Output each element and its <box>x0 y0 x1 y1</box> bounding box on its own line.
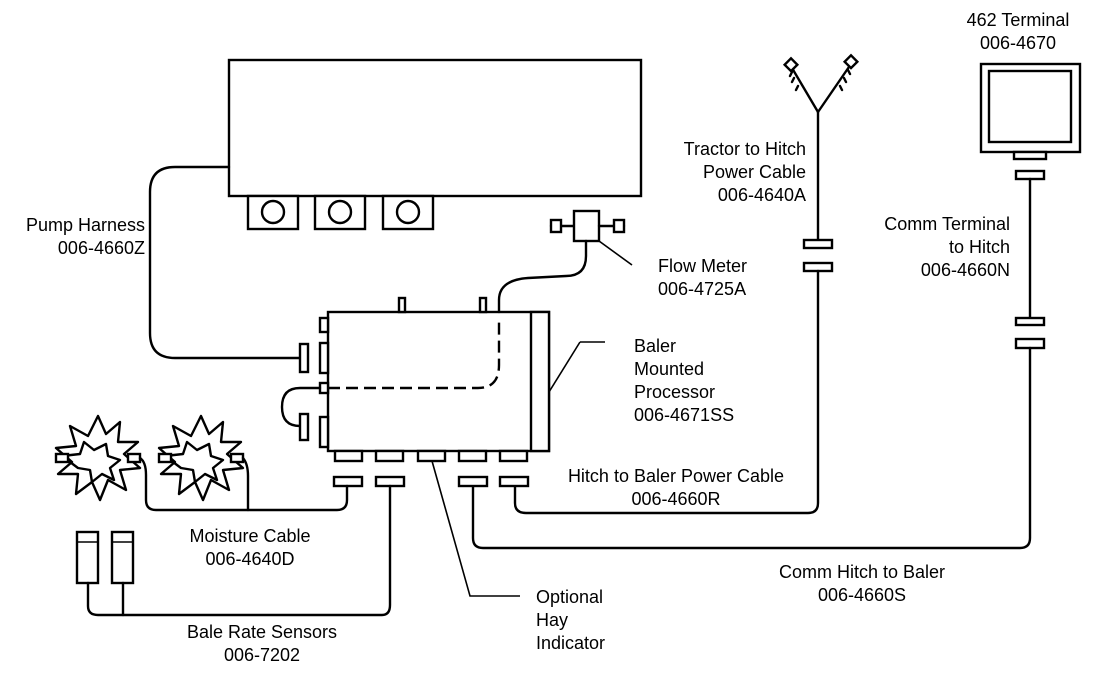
pump-harness-name: Pump Harness <box>26 215 145 235</box>
sensor-icon <box>110 530 135 585</box>
flow-meter <box>549 209 626 243</box>
flow-meter-part: 006-4725A <box>658 279 746 299</box>
tractor-cable-part: 006-4640A <box>718 185 806 205</box>
baler-processor <box>318 296 551 463</box>
hay-indicator-line1: Optional <box>536 587 603 607</box>
processor-left-port <box>318 415 330 449</box>
monitor-icon <box>979 62 1082 161</box>
pump-harness-cable <box>148 165 302 360</box>
processor-part: 006-4671SS <box>634 405 734 425</box>
processor-left-port <box>318 381 330 395</box>
processor-top-pin <box>478 296 488 314</box>
comm-hitch-baler-cable <box>471 346 1032 550</box>
comm-terminal-line1: Comm Terminal <box>884 214 1010 234</box>
left-loop-cable <box>280 386 322 428</box>
processor-leader <box>548 341 581 393</box>
starwheel-icon <box>157 414 245 502</box>
comm-hitch-connector-top <box>1014 316 1046 327</box>
bale-rate-name: Bale Rate Sensors <box>187 622 337 642</box>
pump-box <box>227 58 643 198</box>
pump-port-1 <box>246 194 300 231</box>
pump-harness-connector <box>298 342 310 374</box>
power-plug-icon <box>782 53 860 114</box>
moisture-name: Moisture Cable <box>189 526 310 546</box>
processor-bottom-port <box>498 449 529 463</box>
pump-unit <box>227 58 643 231</box>
moisture-connector <box>332 475 364 488</box>
hitch-baler-power-cable <box>513 269 820 515</box>
processor-bottom-port <box>374 449 405 463</box>
flow-meter-cable <box>497 239 588 314</box>
comm-hitch-connector-bottom <box>1014 337 1046 350</box>
moisture-cable-branch <box>241 456 250 512</box>
processor-line1: Baler <box>634 336 676 356</box>
processor-side-panel <box>529 310 551 453</box>
moisture-cable <box>138 456 349 512</box>
comm-terminal-line2: to Hitch <box>949 237 1010 257</box>
bale-rate-part: 006-7202 <box>224 645 300 665</box>
pump-port-2 <box>313 194 367 231</box>
pump-harness-part: 006-4660Z <box>58 238 145 258</box>
comm-hitch-name: Comm Hitch to Baler <box>779 562 945 582</box>
processor-left-port <box>318 341 330 375</box>
processor-line2: Mounted <box>634 359 704 379</box>
hitch-baler-connector <box>498 475 530 488</box>
processor-top-pin <box>397 296 407 314</box>
sensor-icon <box>75 530 100 585</box>
processor-line3: Processor <box>634 382 715 402</box>
processor-bottom-port <box>457 449 488 463</box>
moisture-part: 006-4640D <box>205 549 294 569</box>
flow-meter-name: Flow Meter <box>658 256 747 276</box>
hay-indicator-line2: Hay <box>536 610 568 630</box>
processor-left-port <box>318 316 330 334</box>
processor-bottom-port <box>333 449 364 463</box>
tractor-cable-line2: Power Cable <box>703 162 806 182</box>
hitch-baler-name: Hitch to Baler Power Cable <box>568 466 784 486</box>
left-loop-connector <box>298 412 310 442</box>
comm-terminal-part: 006-4660N <box>921 260 1010 280</box>
pump-port-3 <box>381 194 435 231</box>
bale-rate-cable <box>86 484 392 617</box>
comm-hitch-connector <box>457 475 489 488</box>
tractor-cable-line1: Tractor to Hitch <box>684 139 806 159</box>
flow-meter-leader <box>598 240 633 266</box>
terminal-part: 006-4670 <box>980 33 1056 53</box>
hay-indicator-leader <box>431 460 520 597</box>
comm-hitch-part: 006-4660S <box>818 585 906 605</box>
terminal-name: 462 Terminal <box>967 10 1070 30</box>
hay-indicator-line3: Indicator <box>536 633 605 653</box>
hitch-baler-part: 006-4660R <box>631 489 720 509</box>
internal-dashed-route <box>328 320 501 390</box>
tractor-connector-top <box>802 238 834 250</box>
bale-rate-connector <box>374 475 406 488</box>
starwheel-icon <box>54 414 142 502</box>
processor-bottom-port <box>416 449 447 463</box>
